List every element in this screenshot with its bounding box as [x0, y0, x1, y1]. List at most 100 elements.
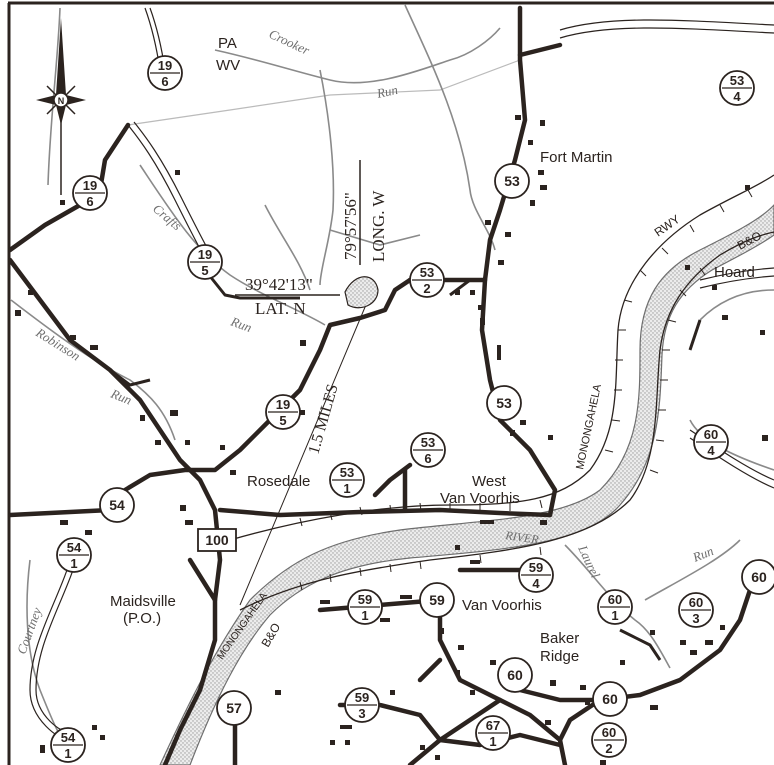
route-shield-59-3: 59 3 [344, 687, 380, 723]
route-shield-19-5-top: 19 5 [187, 244, 223, 280]
route-circle-60-far-east: 60 [741, 559, 774, 595]
route-circle-59: 59 [419, 582, 455, 618]
route-shield-54-1-top: 54 1 [56, 537, 92, 573]
svg-text:2: 2 [423, 281, 430, 296]
svg-text:6: 6 [86, 194, 93, 209]
place-maidsville-po: (P.O.) [123, 610, 161, 627]
svg-text:53: 53 [421, 435, 435, 450]
svg-text:60: 60 [751, 569, 767, 585]
svg-text:6: 6 [424, 451, 431, 466]
svg-text:59: 59 [358, 592, 372, 607]
svg-text:6: 6 [161, 74, 168, 89]
svg-text:59: 59 [529, 560, 543, 575]
svg-text:1: 1 [361, 608, 368, 623]
svg-text:1: 1 [64, 746, 71, 761]
svg-text:60: 60 [704, 427, 718, 442]
route-shield-53-4: 53 4 [719, 70, 755, 106]
svg-text:3: 3 [358, 706, 365, 721]
svg-text:54: 54 [109, 497, 125, 513]
svg-text:100: 100 [205, 532, 229, 548]
streams [10, 4, 774, 761]
river-label: RIVER [504, 528, 541, 547]
place-maidsville: Maidsville [110, 593, 176, 610]
place-van-voorhis-2: Van Voorhis [462, 597, 542, 614]
reference-point-marker [344, 276, 379, 309]
svg-text:1: 1 [343, 481, 350, 496]
latitude-value: 39°42'13" [245, 275, 313, 294]
buildings [15, 115, 768, 765]
svg-text:5: 5 [201, 263, 208, 278]
svg-text:19: 19 [83, 178, 97, 193]
route-shield-53-1: 53 1 [329, 462, 365, 498]
place-hoard: Hoard [714, 264, 755, 281]
compass-north-label: N [58, 96, 65, 106]
route-shield-53-2: 53 2 [409, 262, 445, 298]
svg-text:54: 54 [61, 730, 76, 745]
svg-text:53: 53 [496, 395, 512, 411]
county-route-shields: 19 6 19 6 19 5 19 5 53 2 [50, 55, 755, 763]
svg-text:60: 60 [507, 667, 523, 683]
svg-text:53: 53 [730, 73, 744, 88]
svg-text:19: 19 [158, 58, 172, 73]
stream-crafts-run: Run [228, 313, 254, 335]
state-label-wv: WV [216, 57, 240, 74]
place-labels: Fort Martin Hoard Rosedale West Van Voor… [110, 149, 755, 665]
svg-text:53: 53 [420, 265, 434, 280]
route-shield-54-1-bottom: 54 1 [50, 727, 86, 763]
svg-text:19: 19 [198, 247, 212, 262]
longitude-value: 79°57'56" [341, 192, 360, 260]
route-shield-19-6-left: 19 6 [72, 175, 108, 211]
svg-text:60: 60 [608, 592, 622, 607]
svg-text:2: 2 [605, 741, 612, 756]
route-circle-54: 54 [99, 487, 135, 523]
route-circle-53-north: 53 [494, 163, 530, 199]
route-circle-60-center: 60 [497, 657, 533, 693]
svg-text:1: 1 [489, 734, 496, 749]
route-shield-53-6: 53 6 [410, 432, 446, 468]
place-van-voorhis: Van Voorhis [440, 490, 520, 507]
longitude-suffix: LONG. W [369, 190, 388, 262]
secondary-roads [109, 269, 702, 661]
svg-text:67: 67 [486, 718, 500, 733]
route-circle-57: 57 [216, 690, 252, 726]
svg-text:1: 1 [611, 608, 618, 623]
route-circle-60-east: 60 [592, 681, 628, 717]
place-rosedale: Rosedale [247, 473, 310, 490]
route-shield-59-4: 59 4 [518, 557, 554, 593]
route-circle-53-south: 53 [486, 385, 522, 421]
svg-text:19: 19 [276, 397, 290, 412]
route-shield-60-3: 60 3 [678, 592, 714, 628]
svg-text:59: 59 [429, 592, 445, 608]
place-ridge: Ridge [540, 648, 579, 665]
svg-text:4: 4 [532, 576, 540, 591]
route-shield-59-1: 59 1 [347, 589, 383, 625]
svg-text:5: 5 [279, 413, 286, 428]
svg-text:54: 54 [67, 540, 82, 555]
north-compass: N [36, 18, 86, 195]
state-route-circles: 53 53 54 59 60 60 60 57 [99, 163, 774, 726]
route-shield-19-6-top: 19 6 [147, 55, 183, 91]
stream-crooker-run: Run [375, 82, 400, 101]
route-shield-60-2: 60 2 [591, 722, 627, 758]
scale-line [239, 299, 369, 606]
svg-text:53: 53 [340, 465, 354, 480]
svg-text:3: 3 [692, 611, 699, 626]
svg-text:60: 60 [689, 595, 703, 610]
us-route-100-marker: 100 [197, 528, 237, 552]
svg-text:4: 4 [733, 89, 741, 104]
svg-text:1: 1 [70, 556, 77, 571]
place-fort-martin: Fort Martin [540, 149, 613, 166]
route-shield-60-4: 60 4 [693, 424, 729, 460]
state-label-pa: PA [218, 35, 237, 52]
svg-text:60: 60 [602, 725, 616, 740]
svg-text:4: 4 [707, 443, 715, 458]
route-shield-67-1: 67 1 [475, 715, 511, 751]
svg-text:53: 53 [504, 173, 520, 189]
svg-text:57: 57 [226, 700, 242, 716]
svg-text:59: 59 [355, 690, 369, 705]
state-border-line [127, 59, 521, 126]
route-shield-19-5-mid: 19 5 [265, 394, 301, 430]
latitude-suffix: LAT. N [255, 299, 306, 318]
place-west: West [472, 473, 507, 490]
